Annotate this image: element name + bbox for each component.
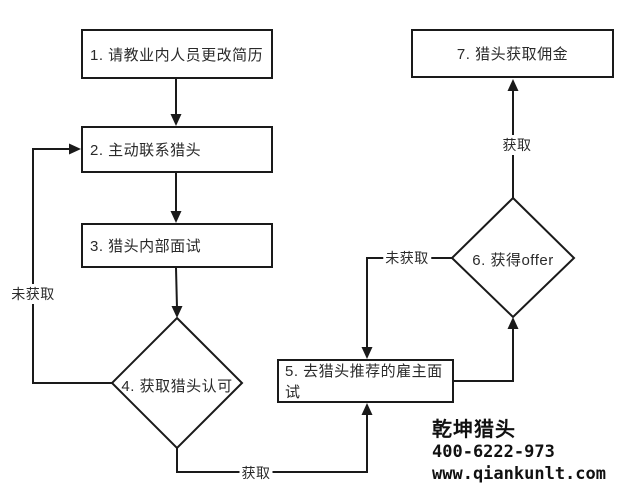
arrowhead-up-step5-bottom [361, 403, 373, 415]
arrow-step5-step6 [454, 327, 514, 382]
flow-node-step3: 3. 猎头内部面试 [81, 223, 273, 268]
arrowhead-right-step2 [69, 143, 81, 155]
arrowhead-up-step6 [507, 317, 519, 329]
edge-label-step4-yes: 获取 [239, 463, 273, 483]
arrowhead-down-step2 [170, 114, 182, 126]
arrow-step4-step2 [32, 148, 113, 384]
branding-block: 乾坤猎头 400-6222-973 www.qiankunlt.com [432, 419, 606, 485]
edge-label-step6-yes: 获取 [500, 135, 534, 155]
company-website: www.qiankunlt.com [432, 464, 606, 484]
flow-node-step1: 1. 请教业内人员更改简历 [81, 29, 273, 79]
flow-node-step4-label: 4. 获取猎头认可 [121, 378, 233, 395]
arrow-step3-step4 [175, 267, 178, 309]
arrowhead-down-step5-top [361, 347, 373, 359]
flow-node-step5: 5. 去猎头推荐的雇主面试 [277, 359, 454, 403]
arrowhead-down-step4 [171, 306, 183, 318]
arrowhead-down-step3 [170, 211, 182, 223]
edge-label-step6-no: 未获取 [383, 248, 431, 268]
flow-node-step2: 2. 主动联系猎头 [81, 126, 273, 173]
company-name: 乾坤猎头 [432, 419, 516, 441]
flow-node-step6-label: 6. 获得offer [472, 252, 554, 269]
diamond-step6-shape [450, 196, 576, 319]
flow-node-step7: 7. 猎头获取佣金 [411, 29, 614, 78]
arrowhead-up-step7 [507, 79, 519, 91]
edge-label-step4-no: 未获取 [9, 284, 57, 304]
company-phone: 400-6222-973 [432, 442, 555, 462]
arrow-step6-step5 [366, 257, 452, 349]
diamond-step4-shape [110, 316, 244, 450]
